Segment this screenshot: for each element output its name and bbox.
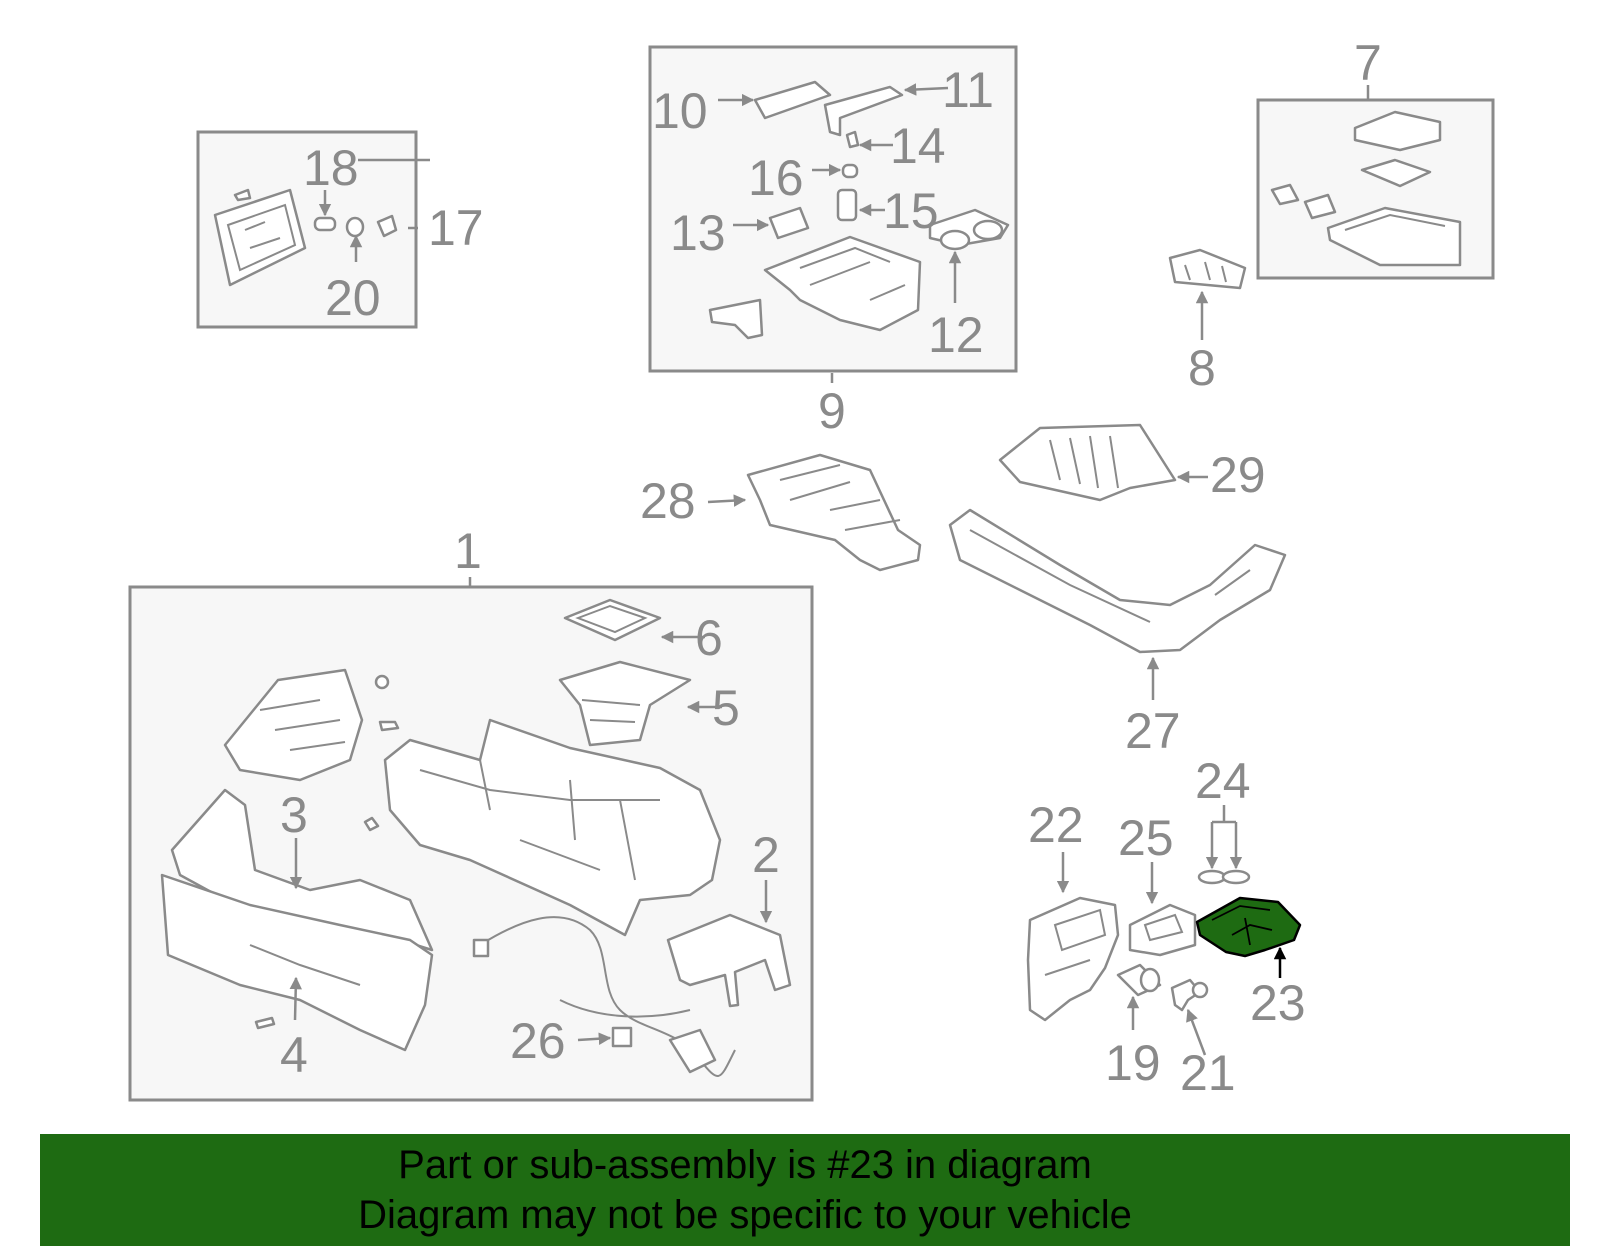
group-box-1 [128,585,814,1102]
part-28 [746,453,922,572]
callout-7: 7 [1354,35,1382,91]
callout-14: 14 [890,118,946,174]
callout-5: 5 [712,680,740,736]
part-8 [1168,248,1247,290]
callout-15: 15 [883,183,939,239]
callout-13: 13 [670,205,726,261]
banner-line-1: Part or sub-assembly is #23 in diagram [398,1143,1092,1187]
group-box-7 [1256,98,1495,280]
callout-26: 26 [510,1013,566,1069]
info-banner: Part or sub-assembly is #23 in diagram D… [40,1134,1570,1246]
callout-8: 8 [1188,340,1216,396]
part-29 [998,423,1177,502]
callout-23: 23 [1250,975,1306,1031]
callout-4: 4 [280,1027,308,1083]
callout-6: 6 [695,610,723,666]
group-box-9 [648,45,1018,373]
group-box-17 [196,130,418,329]
callout-19: 19 [1105,1035,1161,1091]
banner-line-2: Diagram may not be specific to your vehi… [358,1193,1132,1237]
callout-28: 28 [640,473,696,529]
parts-diagram: 1 2 3 4 5 6 7 8 9 10 11 12 13 14 15 16 1… [128,35,1495,1102]
callout-1: 1 [454,523,482,579]
callout-27: 27 [1125,703,1181,759]
part-21 [1170,978,1209,1012]
part-24 [1197,869,1251,885]
callout-17: 17 [428,200,484,256]
callout-labels: 1 2 3 4 5 6 7 8 9 10 11 12 13 14 15 16 1… [280,35,1382,1101]
callout-10: 10 [652,83,708,139]
callout-3: 3 [280,787,308,843]
callout-29: 29 [1210,447,1266,503]
callout-24: 24 [1195,753,1251,809]
callout-25: 25 [1118,810,1174,866]
callout-12: 12 [928,307,984,363]
part-19 [1116,963,1162,997]
callout-20: 20 [325,270,381,326]
callout-11: 11 [942,62,994,118]
callout-2: 2 [752,827,780,883]
leader-lines [289,83,1370,1056]
part-22 [1026,896,1120,1022]
callout-18: 18 [303,140,359,196]
part-27 [948,508,1287,654]
callout-16: 16 [748,150,804,206]
callout-9: 9 [818,383,846,439]
part-23-highlighted[interactable] [1195,896,1302,958]
part-25 [1128,903,1197,957]
callout-22: 22 [1028,797,1084,853]
callout-21: 21 [1180,1045,1236,1101]
